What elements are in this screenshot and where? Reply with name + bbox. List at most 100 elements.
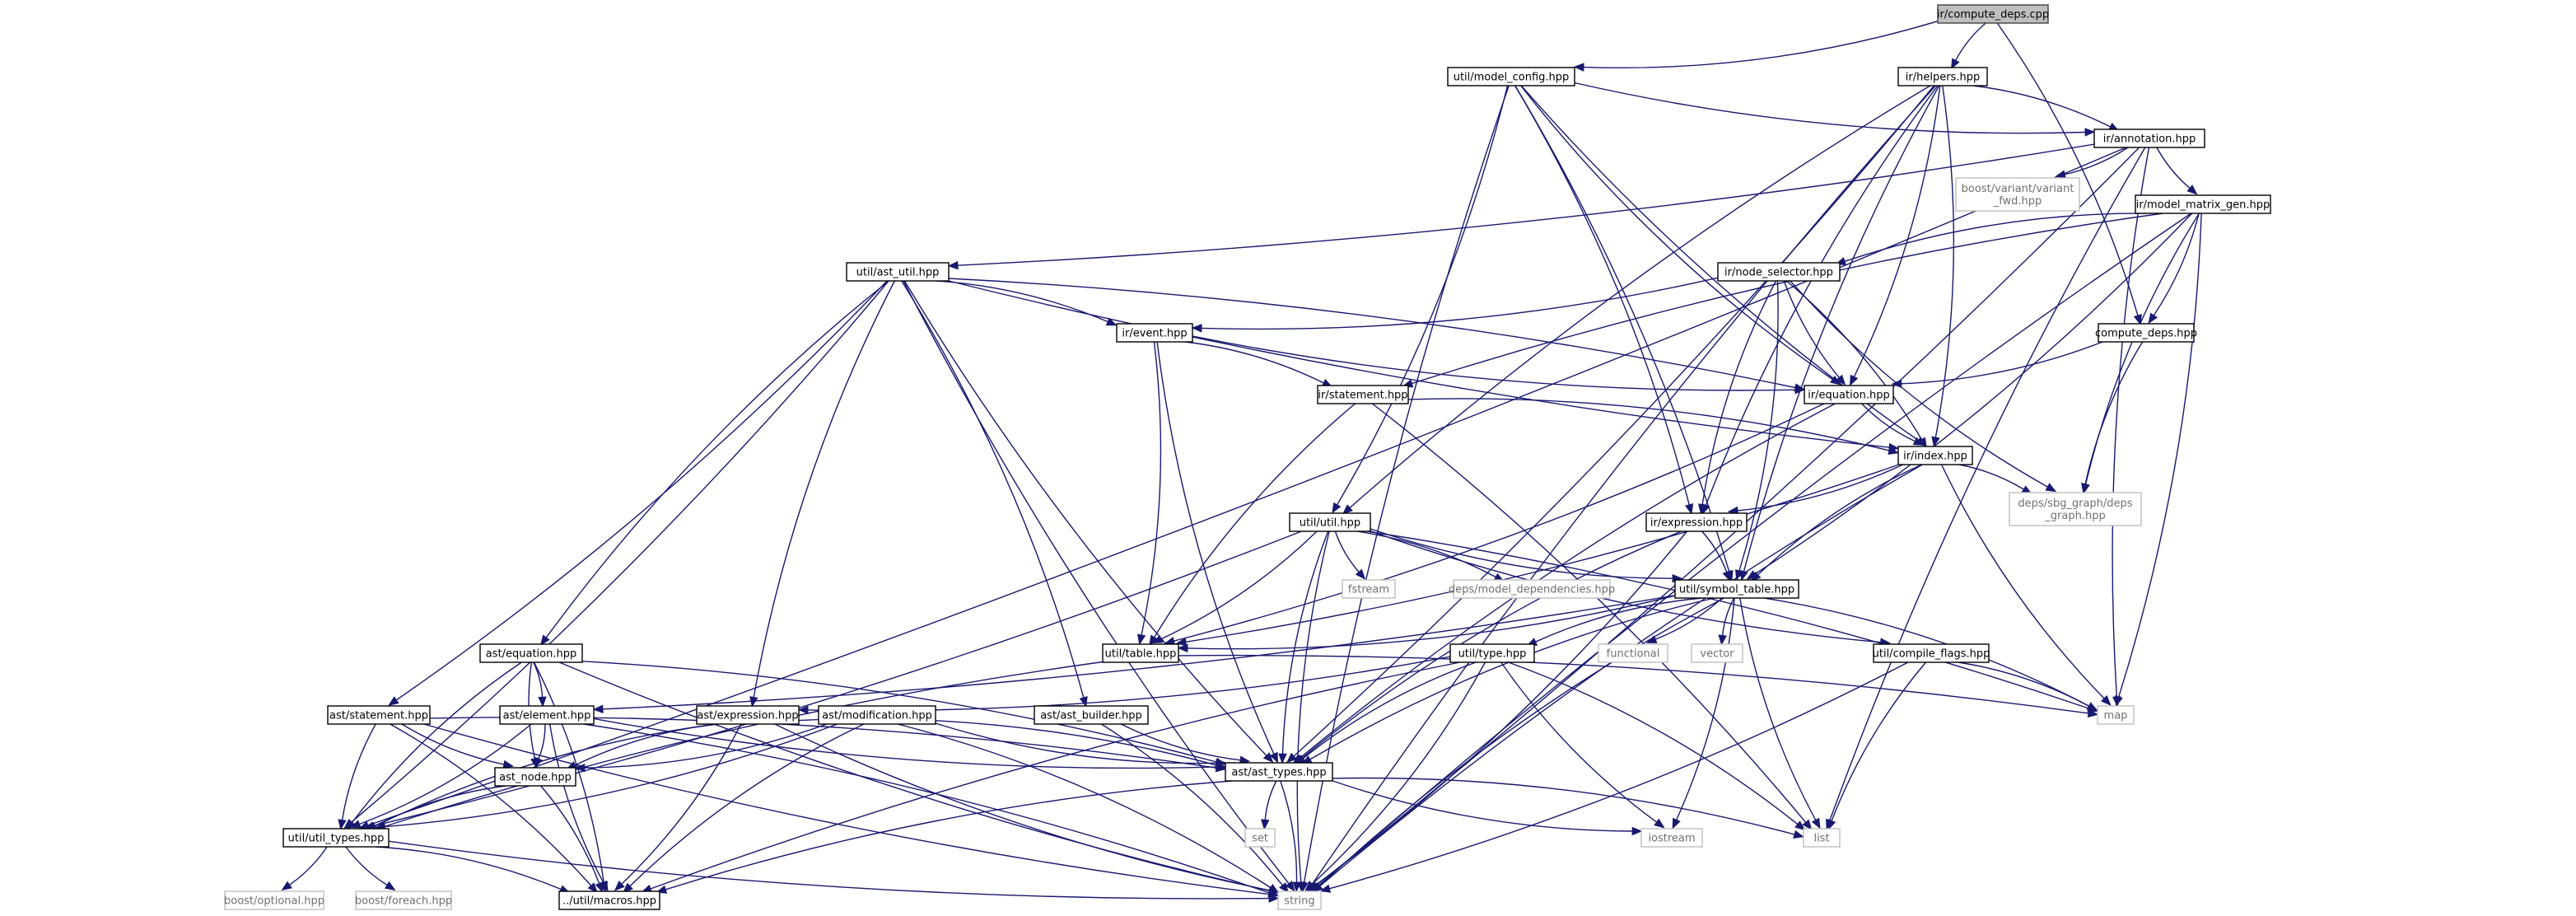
node-utypes[interactable]: util/util_types.hpp: [282, 828, 390, 848]
node-box-annot: [2093, 129, 2205, 148]
arrowhead-cdeps-to-sbg: [2081, 483, 2090, 494]
edge-helpers-to-symtab: [1743, 85, 1940, 572]
arrowhead-symtab-to-iostream: [1672, 817, 1681, 830]
edge-annot-to-list: [1829, 147, 2146, 821]
node-label-asteq: ast/equation.hpp: [486, 648, 576, 661]
arrowhead-aststmt-to-astnode: [502, 759, 514, 769]
node-cdeps[interactable]: compute_deps.hpp: [2095, 323, 2197, 343]
node-box-string: [1277, 890, 1322, 910]
arrowhead-cdeps-to-equ: [1891, 379, 1902, 389]
node-astmod[interactable]: ast/modification.hpp: [818, 705, 936, 725]
node-label-mmg: ir/model_matrix_gen.hpp: [2136, 199, 2270, 212]
edge-index-to-map: [1940, 464, 2105, 699]
node-label-bopt: boost/optional.hpp: [224, 895, 324, 908]
edge-asttypes-to-set: [1264, 780, 1277, 820]
node-equ[interactable]: ir/equation.hpp: [1804, 385, 1894, 404]
edge-helpers-to-expr: [1705, 85, 1939, 506]
node-event[interactable]: ir/event.hpp: [1116, 323, 1193, 343]
edge-astexpr-to-macros: [621, 723, 742, 885]
node-astexpr[interactable]: ast/expression.hpp: [696, 705, 800, 725]
node-box-mdeps: [1453, 579, 1611, 599]
node-label-bfor: boost/foreach.hpp: [355, 895, 452, 908]
arrowhead-astmod-to-astnode: [574, 763, 586, 773]
edge-expr-to-string: [1315, 530, 1687, 886]
node-label-sbg: deps/sbg_graph/deps_graph.hpp: [2018, 498, 2132, 522]
node-expr[interactable]: ir/expression.hpp: [1645, 512, 1748, 532]
node-mcfg[interactable]: util/model_config.hpp: [1447, 67, 1575, 86]
node-string: string: [1277, 890, 1322, 910]
node-utype[interactable]: util/type.hpp: [1449, 643, 1535, 663]
node-aststmt[interactable]: ast/statement.hpp: [327, 705, 431, 725]
edge-asteq-to-macros: [533, 661, 604, 883]
edge-mcfg-to-string: [1303, 85, 1510, 883]
node-astel[interactable]: ast/element.hpp: [499, 705, 595, 725]
node-mdeps: deps/model_dependencies.hpp: [1449, 579, 1615, 599]
node-label-symtab: util/symbol_table.hpp: [1679, 584, 1794, 596]
node-box-astel: [499, 705, 595, 725]
edge-nodesel-to-symtab: [1738, 280, 1779, 572]
edge-annot-to-utypes: [367, 147, 2126, 826]
edge-mcfg-to-annot: [1574, 82, 2086, 134]
node-util[interactable]: util/util.hpp: [1289, 512, 1371, 532]
node-bvar: boost/variant/variant_fwd.hpp: [1955, 177, 2080, 212]
node-macros[interactable]: ../util/macros.hpp: [558, 890, 660, 910]
node-label-macros: ../util/macros.hpp: [562, 895, 656, 908]
arrowhead-astbld-to-string: [1279, 882, 1290, 894]
node-root[interactable]: ir/compute_deps.cpp: [1937, 4, 2049, 24]
arrowhead-root-to-cdeps: [2133, 314, 2142, 325]
node-astbld[interactable]: ast/ast_builder.hpp: [1034, 705, 1149, 725]
node-box-aststmt: [327, 705, 431, 725]
edge-astmod-to-string: [897, 723, 1272, 889]
node-astnode[interactable]: ast_node.hpp: [494, 767, 576, 787]
node-table[interactable]: util/table.hpp: [1102, 643, 1179, 663]
node-label-vector: vector: [1700, 648, 1734, 661]
node-index[interactable]: ir/index.hpp: [1897, 446, 1973, 465]
arrowhead-util-to-table: [1151, 634, 1164, 643]
arrowhead-symtab-to-vector: [1718, 634, 1727, 646]
edge-helpers-to-index: [1934, 85, 1955, 438]
edge-symtab-to-iostream: [1676, 597, 1735, 820]
node-mmg[interactable]: ir/model_matrix_gen.hpp: [2135, 194, 2271, 214]
node-fstream: fstream: [1342, 579, 1396, 599]
arrowhead-table-to-map: [2087, 708, 2099, 718]
arrowhead-index-to-table: [1175, 638, 1188, 647]
node-bopt: boost/optional.hpp: [224, 890, 324, 910]
node-helpers[interactable]: ir/helpers.hpp: [1897, 67, 1988, 86]
arrowhead-astnode-to-macros: [595, 881, 604, 894]
edge-stmt-to-index: [1407, 398, 1890, 451]
node-box-cdeps: [2098, 323, 2195, 343]
arrowhead-mcfg-to-expr: [1684, 503, 1694, 515]
edge-util-to-symtab: [1370, 528, 1673, 579]
edge-astutil-to-utypes: [351, 280, 889, 823]
node-box-astmod: [818, 705, 936, 725]
node-label-mdeps: deps/model_dependencies.hpp: [1449, 584, 1615, 596]
edge-astel-to-astnode: [538, 723, 546, 759]
arrowhead-utype-to-string: [1304, 881, 1316, 891]
node-symtab[interactable]: util/symbol_table.hpp: [1674, 579, 1799, 599]
edge-astutil-to-astexpr: [753, 280, 895, 698]
node-asttypes[interactable]: ast/ast_types.hpp: [1225, 762, 1333, 782]
edge-equ-to-asttypes: [1300, 403, 1836, 759]
arrowhead-astutil-to-astbld: [1079, 696, 1088, 708]
edge-utype-to-astexpr: [807, 656, 1451, 712]
node-asteq[interactable]: ast/equation.hpp: [479, 643, 583, 663]
arrowhead-symtab-to-list: [1811, 817, 1821, 830]
node-stmt[interactable]: ir/statement.hpp: [1317, 385, 1409, 404]
node-label-astexpr: ast/expression.hpp: [697, 710, 798, 722]
edge-symtab-to-utype: [1535, 597, 1703, 643]
edge-util-to-string: [1296, 530, 1330, 883]
edge-astmod-to-astnode: [584, 723, 828, 769]
edge-nodesel-to-event: [1201, 277, 1719, 330]
edge-asttypes-to-macros: [665, 780, 1232, 890]
edge-equ-to-index: [1861, 403, 1916, 442]
node-nodesel[interactable]: ir/node_selector.hpp: [1717, 262, 1841, 282]
edge-index-to-symtab: [1757, 464, 1922, 576]
edge-astmod-to-utypes: [385, 723, 838, 828]
node-annot[interactable]: ir/annotation.hpp: [2093, 129, 2205, 148]
node-label-set: set: [1252, 833, 1268, 845]
node-astutil[interactable]: util/ast_util.hpp: [846, 262, 950, 282]
node-functional: functional: [1598, 643, 1668, 663]
edge-equ-to-table: [1174, 403, 1825, 642]
node-cflags[interactable]: util/compile_flags.hpp: [1873, 643, 1990, 663]
node-box-utypes: [282, 828, 390, 848]
